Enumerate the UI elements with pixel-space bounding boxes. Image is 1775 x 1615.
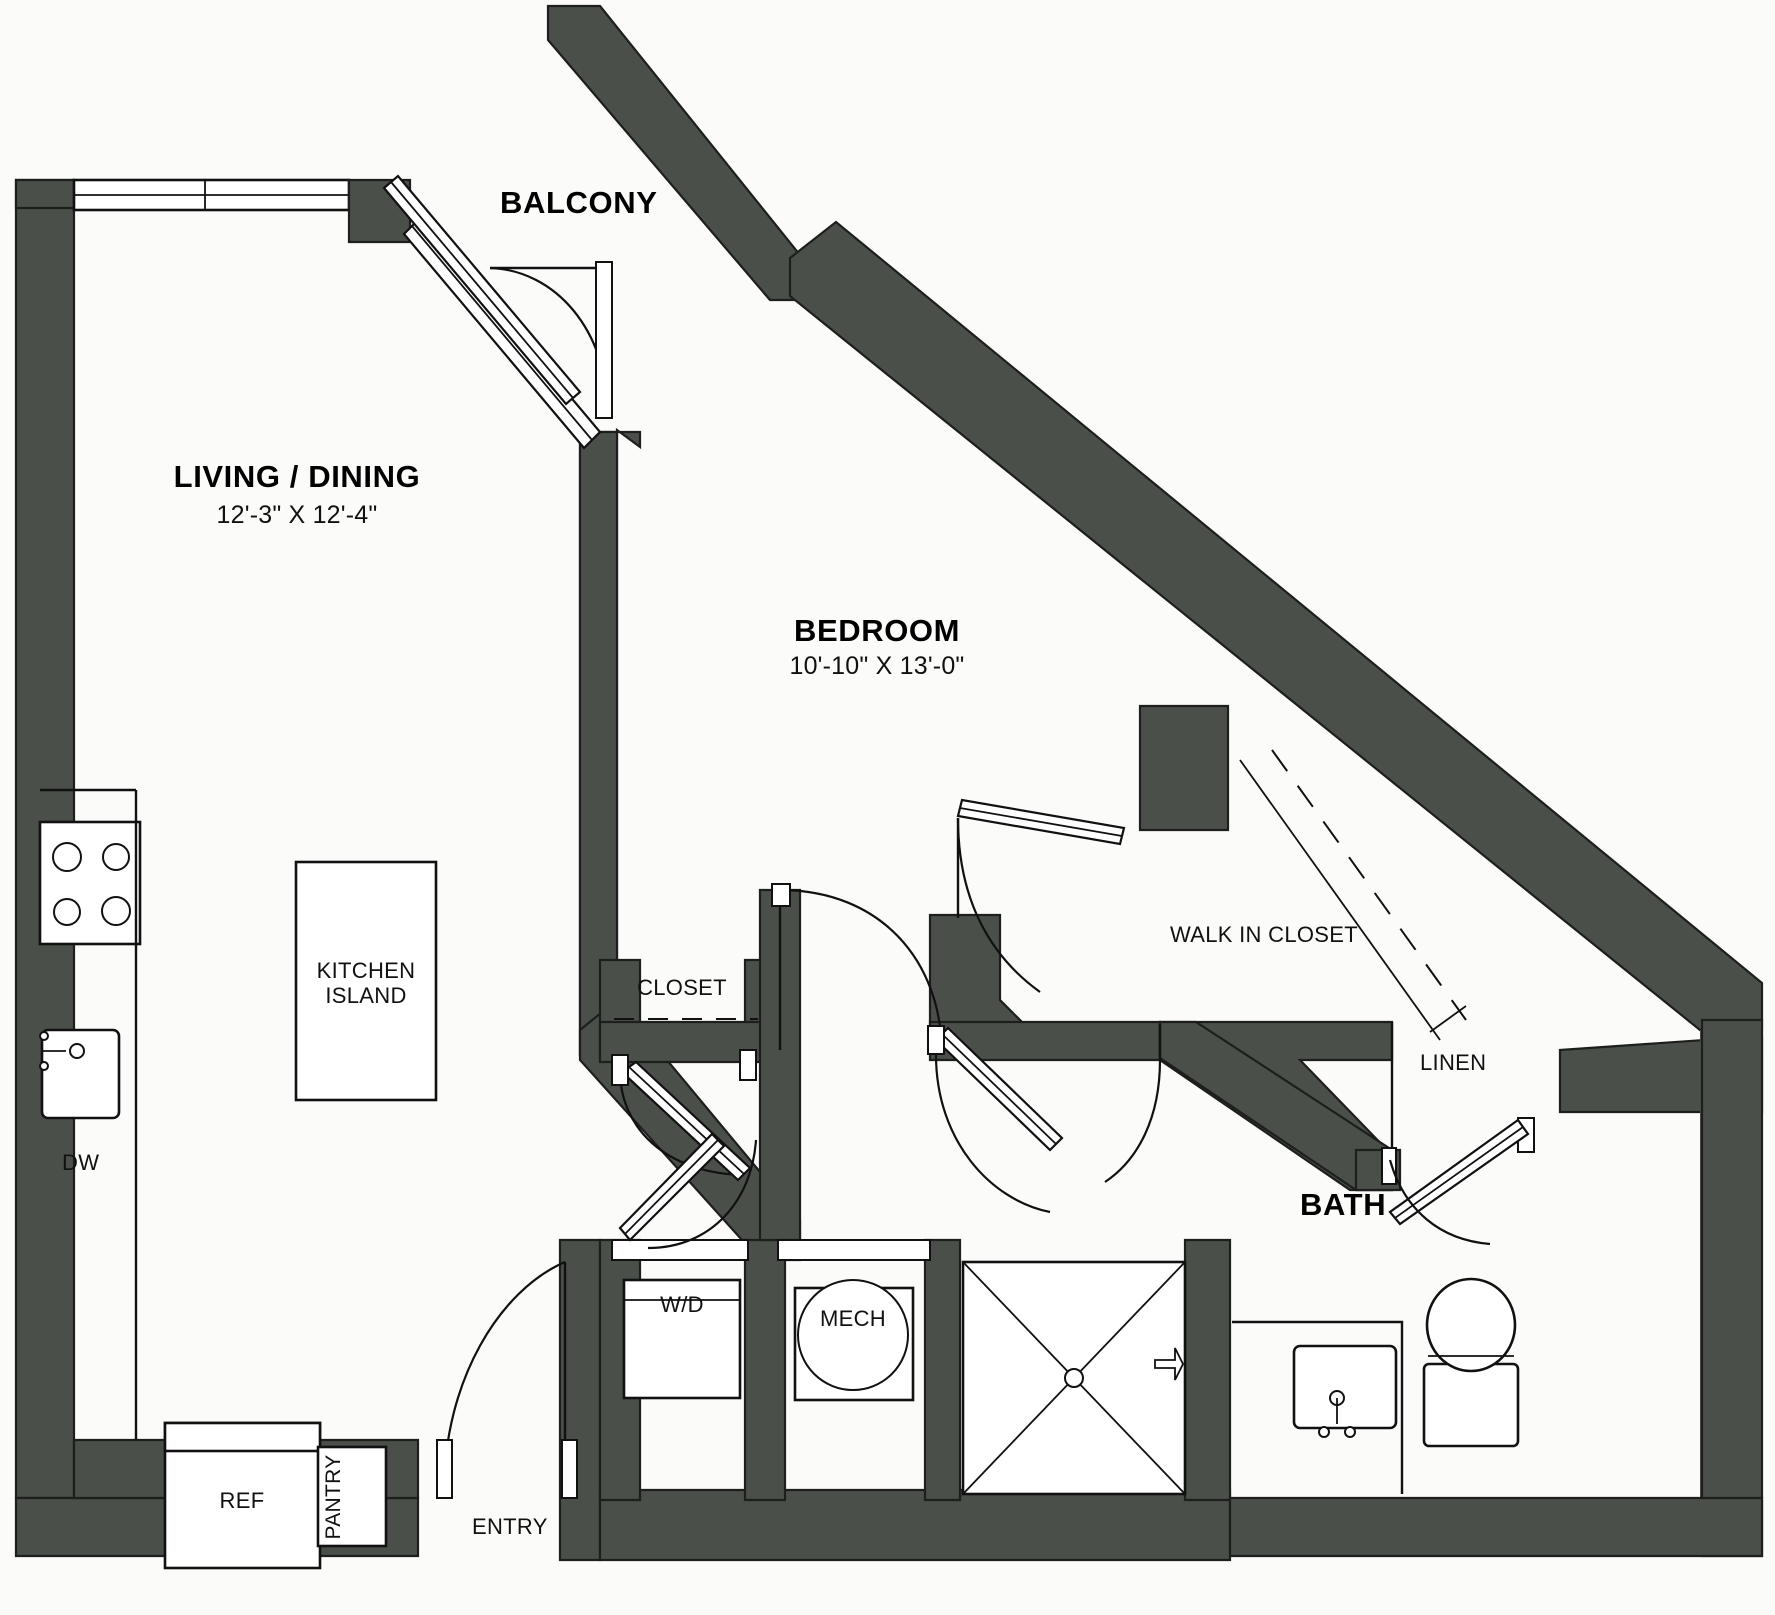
- bath-fixtures: [1232, 1277, 1520, 1494]
- linen-door-leaf-line: [1394, 1126, 1524, 1219]
- wic-hall-door-swing: [1104, 1059, 1162, 1183]
- bath-door-leaf-line: [941, 1033, 1057, 1145]
- range-cooktop: [38, 820, 142, 946]
- linen-label: LINEN: [1420, 1050, 1486, 1075]
- kitchen-sink-basin: [40, 1028, 121, 1120]
- laundry-closet: W/D: [611, 1132, 758, 1400]
- mechanical-label: MECH: [820, 1306, 886, 1331]
- wall-hall-angled-a: [928, 913, 1033, 1032]
- entry-door-jamb: [436, 1439, 453, 1499]
- closet-door-swing: [618, 1069, 741, 1177]
- walk-in-closet-label: WALK IN CLOSET: [1170, 922, 1358, 947]
- bath-door-jamb-a: [927, 1025, 945, 1055]
- closet-door-leaf-line: [628, 1066, 745, 1175]
- kitchen-island-label-line1: KITCHEN: [317, 958, 416, 983]
- wic-hall-door[interactable]: [1104, 1024, 1162, 1183]
- sink-drain: [69, 1043, 85, 1059]
- slider-panel-inner-line: [390, 181, 574, 399]
- bedroom-door[interactable]: [771, 883, 944, 1056]
- wall-laundry-south-block: [598, 1488, 1232, 1562]
- mechanical-unit-circle: [797, 1279, 909, 1391]
- wall-bath-south: [1228, 1496, 1764, 1558]
- wic-rod-line: [1271, 749, 1467, 1021]
- entry-label: ENTRY: [472, 1514, 548, 1539]
- vanity-handle-1: [1318, 1426, 1330, 1438]
- burner-tl: [52, 842, 82, 872]
- linen-door-swing: [1388, 1159, 1491, 1246]
- wall-laundry-mid-2: [923, 1238, 962, 1502]
- wall-balcony-diagonal: [546, 4, 814, 302]
- toilet-tank: [1422, 1362, 1520, 1448]
- kitchen-island: [294, 860, 438, 1102]
- burner-br: [101, 896, 131, 926]
- mechanical-closet: MECH: [777, 1239, 931, 1402]
- shower-drain: [1064, 1368, 1084, 1388]
- room-title-living-dining: LIVING / DINING: [174, 459, 421, 494]
- burner-tr: [102, 843, 130, 871]
- room-title-bedroom: BEDROOM: [794, 613, 960, 648]
- room-dim-bedroom: 10'-10" X 13'-0": [789, 652, 964, 680]
- laundry-door-swing: [647, 1139, 758, 1250]
- kitchen-fixtures: DW KITCHEN ISLAND REF PANTRY: [38, 788, 438, 1570]
- pantry-label: PANTRY: [322, 1454, 345, 1539]
- vanity-counter: [1232, 1320, 1404, 1494]
- wall-laundry-mid-1: [743, 1238, 787, 1502]
- wic-door-leaf-line: [959, 807, 1123, 837]
- wall-wic-north: [1138, 704, 1230, 832]
- wall-bath-east-outline: [1700, 1018, 1764, 1558]
- bath-door[interactable]: [927, 1025, 1064, 1214]
- bath-door-swing: [934, 1054, 1051, 1214]
- dishwasher-label: DW: [62, 1150, 99, 1175]
- toilet-bowl: [1425, 1277, 1517, 1373]
- kitchen-island-label-line2: ISLAND: [325, 983, 406, 1008]
- bedroom-door-swing: [779, 888, 944, 1056]
- walk-in-closet: WALK IN CLOSET: [956, 749, 1467, 1041]
- balcony-door-jamb: [595, 261, 613, 419]
- bedroom-door-jamb: [771, 883, 791, 907]
- room-title-balcony: BALCONY: [500, 185, 657, 220]
- slider-panel-line: [411, 225, 593, 441]
- vanity-sink-basin: [1292, 1344, 1398, 1430]
- balcony-sliding-door[interactable]: [382, 174, 613, 450]
- laundry-door-leaf-line: [624, 1139, 719, 1235]
- sink-handle-2: [39, 1061, 49, 1071]
- wic-door-swing: [956, 817, 1041, 993]
- pantry-cabinet: [316, 1445, 388, 1548]
- mechanical-door-header: [777, 1239, 931, 1261]
- wall-bath-west: [1183, 1238, 1232, 1502]
- closet-door-jamb-left: [611, 1054, 629, 1086]
- refrigerator-top: [163, 1421, 322, 1453]
- closet-door-jamb-right: [739, 1049, 757, 1081]
- entry-door-swing: [442, 1260, 566, 1493]
- linen-door-jamb-left: [1381, 1147, 1397, 1185]
- laundry-door-header: [611, 1239, 749, 1261]
- burner-bl: [53, 898, 81, 926]
- closet-label: CLOSET: [637, 975, 727, 1000]
- linen-closet: LINEN: [1381, 1022, 1535, 1246]
- wall-exterior-north-left: [14, 178, 76, 210]
- room-labels: BALCONY LIVING / DINING 12'-3" X 12'-4" …: [174, 185, 1386, 1222]
- washer-dryer-label: W/D: [660, 1292, 704, 1317]
- room-title-bath: BATH: [1300, 1187, 1386, 1222]
- shower: [961, 1260, 1187, 1496]
- entry-door-jamb-east: [561, 1439, 578, 1499]
- shower-valve: [1154, 1347, 1185, 1381]
- wic-shelf-line: [1239, 759, 1441, 1041]
- entry-door[interactable]: ENTRY: [436, 1260, 578, 1539]
- sink-handle-1: [39, 1031, 49, 1041]
- wic-shelf-end: [1429, 1005, 1467, 1033]
- room-dim-living-dining: 12'-3" X 12'-4": [217, 501, 378, 529]
- vanity-handle-2: [1344, 1426, 1356, 1438]
- refrigerator-label: REF: [220, 1488, 265, 1513]
